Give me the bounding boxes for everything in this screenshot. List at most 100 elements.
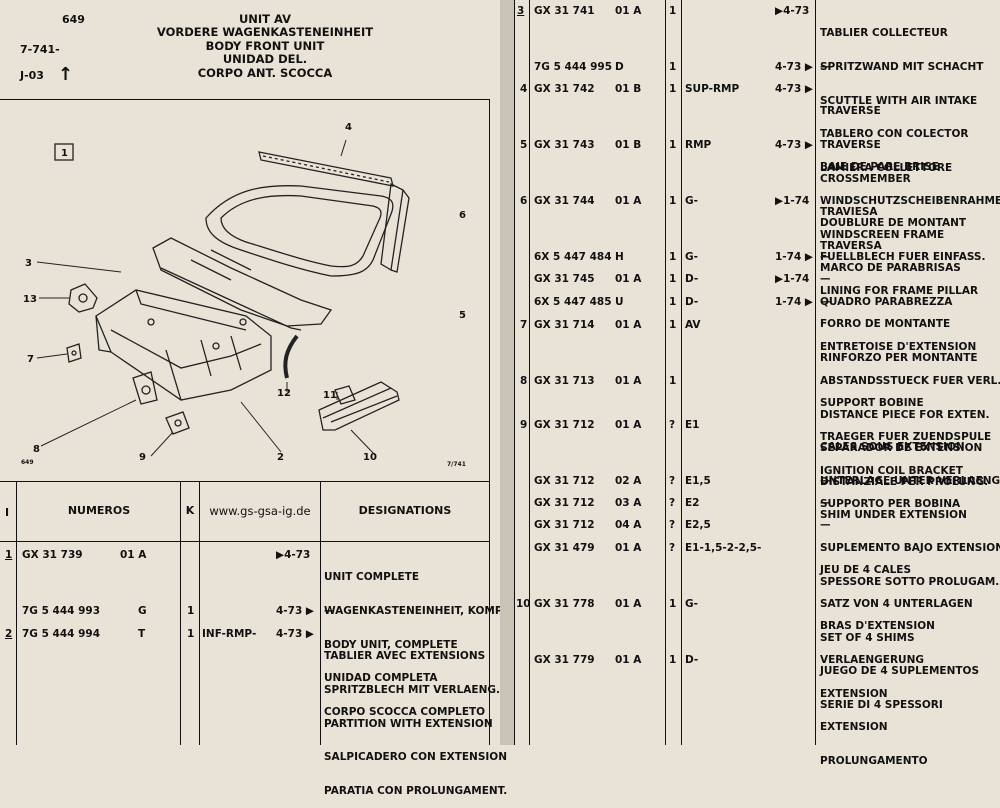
part-description: UNIT COMPLETE WAGENKASTENEINHEIT, KOMPL.… [324, 550, 513, 729]
part-variant: D- [685, 273, 699, 285]
part-qty: 1 [669, 139, 677, 151]
desc-fr: BRAS D'EXTENSION [820, 620, 935, 633]
part-suffix: 01 A [615, 542, 642, 554]
part-number: GX 31 742 [534, 83, 595, 95]
callout-6: 6 [459, 210, 466, 221]
part-12-hose [283, 334, 299, 379]
part-suffix: H [615, 251, 624, 263]
desc-es: JUEGO DE 4 SUPLEMENTOS [820, 665, 980, 678]
part-suffix: 01 B [615, 83, 642, 95]
part-number: GX 31 714 [534, 319, 595, 331]
desc-fr: SUPPORT BOBINE [820, 397, 924, 410]
part-qty: 1 [669, 251, 677, 263]
part-suffix: 01 A [615, 319, 642, 331]
part-description: — [820, 519, 831, 531]
part-description: TABLIER COLLECTEUR SPRITZWAND MIT SCHACH… [820, 6, 983, 196]
part-number: 7G 5 444 994 [22, 628, 101, 640]
desc-fr: DOUBLURE DE MONTANT [820, 217, 967, 230]
desc-de: VERLAENGERUNG [820, 654, 924, 667]
part-11-part [334, 385, 356, 405]
callout-9: 9 [139, 452, 146, 463]
part-number: GX 31 743 [534, 139, 595, 151]
callout-4: 4 [345, 122, 352, 133]
callout-5: 5 [459, 310, 466, 321]
part-date: 4-73 ▶ [775, 61, 814, 73]
website-link[interactable]: www.gs-gsa-ig.de [209, 504, 311, 518]
part-suffix: U [615, 296, 624, 308]
part-number: GX 31 713 [534, 375, 595, 387]
desc-fr: UNIT COMPLETE [324, 571, 420, 584]
desc-es: SUPLEMENTO BAJO EXTENSION [820, 542, 1000, 555]
part-number: GX 31 712 [534, 475, 595, 487]
desc-fr: TRAVERSE [820, 105, 881, 118]
part-9-shim [165, 411, 190, 435]
desc-fr: TABLIER COLLECTEUR [820, 27, 948, 40]
part-suffix: 03 A [615, 497, 642, 509]
right-col-divider-index [514, 0, 515, 745]
table-header-bottom-border [0, 541, 490, 542]
desc-de: SPRITZWAND MIT SCHACHT [820, 61, 984, 74]
part-suffix: 01 A [615, 273, 642, 285]
part-qty: 1 [669, 375, 677, 387]
desc-en: SET OF 4 SHIMS [820, 631, 915, 644]
desc-it: LAMIERA COLLETTORE [820, 161, 953, 174]
callout-8: 8 [33, 444, 40, 455]
right-col-divider-variant [681, 0, 682, 745]
diagram-bottom-border [0, 481, 490, 482]
part-variant: E1-1,5-2-2,5- [685, 542, 762, 554]
callout-12: 12 [277, 388, 291, 399]
group-code: J-03 [20, 69, 44, 82]
desc-de: TRAEGER FUER ZUENDSPULE [820, 431, 992, 444]
row-index: 2 [5, 628, 13, 640]
part-date: 4-73 ▶ [276, 605, 315, 617]
part-suffix: T [138, 628, 146, 640]
part-variant: G- [685, 195, 698, 207]
desc-de: SATZ VON 4 UNTERLAGEN [820, 598, 973, 611]
desc-it: DISTANZIALE PER PROLUNG. [820, 475, 989, 488]
page-gutter [500, 0, 514, 745]
part-variant: E2,5 [685, 519, 711, 531]
page-title-es: UNIDAD DEL. [222, 52, 308, 67]
desc-de: SPRITZBLECH MIT VERLAENG. [324, 684, 500, 697]
exploded-parts-diagram: 1 4 6 3 13 5 7 12 11 8 9 2 10 649 7/741 [21, 122, 466, 468]
right-col-divider-k [665, 0, 666, 745]
part-10-extension [318, 381, 400, 431]
desc-fr: JEU DE 4 CALES [820, 564, 912, 577]
part-description: — [820, 61, 831, 73]
part-qty: 1 [187, 605, 195, 617]
part-description: — [820, 475, 831, 487]
part-qty: ? [669, 475, 676, 487]
part-suffix: D [615, 61, 624, 73]
desc-fr: TABLIER AVEC EXTENSIONS [324, 650, 486, 663]
section-code: 7-741- [20, 43, 60, 56]
desc-it: PARATIA CON PROLUNGAMENT. [324, 784, 508, 797]
part-description: BAIE DE PARE BRISE WINDSCHUTZSCHEIBENRAH… [820, 140, 1000, 330]
part-number: GX 31 712 [534, 419, 595, 431]
desc-es: MARCO DE PARABRISAS [820, 262, 961, 275]
diagram-box [54, 143, 74, 161]
callout-10: 10 [363, 452, 377, 463]
arrow-up-icon: ↑ [58, 64, 74, 85]
part-description: BRAS D'EXTENSION VERLAENGERUNG EXTENSION… [820, 599, 935, 789]
row-index: 5 [520, 139, 528, 151]
desc-es: TRAVIESA [820, 206, 878, 219]
col-divider-k [180, 481, 181, 745]
part-description: CALES SOUS EXTENSION UNTERLAGE UNTER VER… [820, 420, 1000, 610]
part-7-spacer [66, 343, 82, 363]
part-2-body-unit [95, 289, 272, 401]
part-number: GX 31 744 [534, 195, 595, 207]
part-suffix: G [138, 605, 147, 617]
col-divider-web [199, 481, 200, 745]
left-page-right-border [489, 99, 490, 745]
part-variant: G- [685, 251, 698, 263]
row-index: 10 [516, 598, 531, 610]
part-description: JEU DE 4 CALES SATZ VON 4 UNTERLAGEN SET… [820, 543, 979, 733]
desc-en: PARTITION WITH EXTENSION [324, 717, 493, 730]
part-variant: D- [685, 654, 699, 666]
part-number: 7G 5 444 993 [22, 605, 101, 617]
desc-en: WINDSCREEN FRAME [820, 228, 945, 241]
part-8-coil-bracket [132, 371, 158, 405]
part-description: SUPPORT BOBINE TRAEGER FUER ZUENDSPULE I… [820, 376, 991, 533]
desc-en: IGNITION COIL BRACKET [820, 464, 963, 477]
row-index: 1 [5, 549, 13, 561]
